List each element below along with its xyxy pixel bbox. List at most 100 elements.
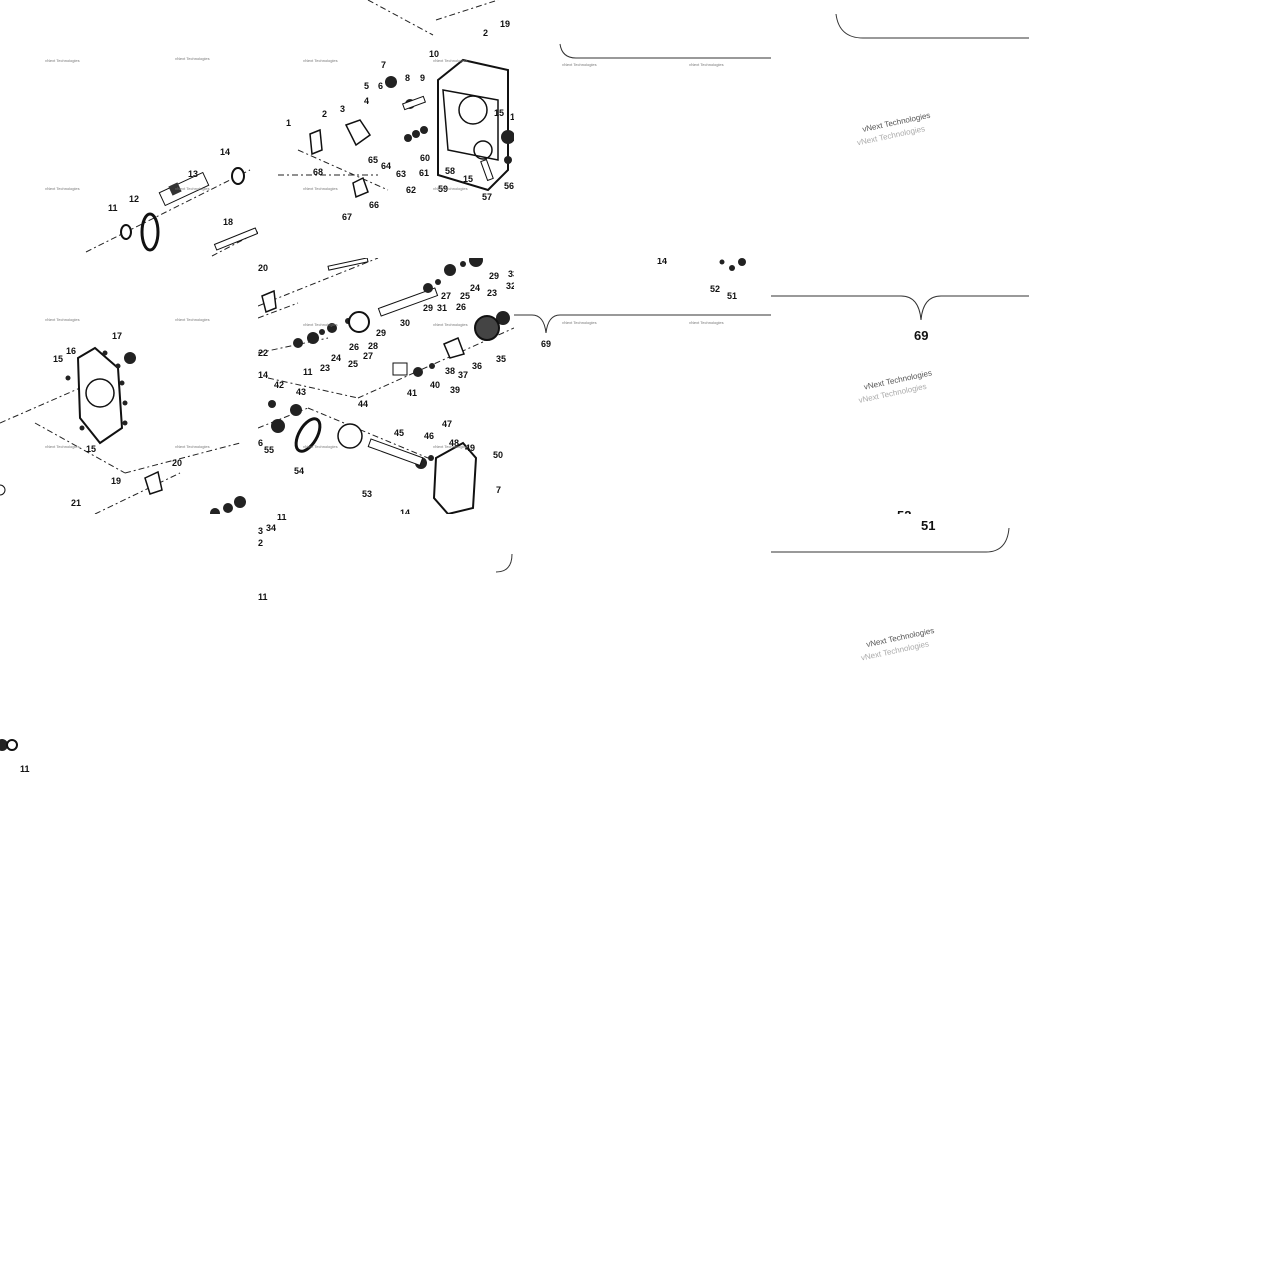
watermark: vNext Technologies — [175, 56, 210, 61]
callout-11: 11 — [108, 203, 118, 213]
callout-18: 18 — [223, 217, 233, 227]
watermark: vNext Technologies — [433, 186, 468, 191]
callout-11: 11 — [20, 764, 30, 774]
watermark: vNext Technologies — [175, 444, 210, 449]
callout-20: 20 — [258, 263, 268, 273]
callout-15: 15 — [463, 174, 473, 184]
callout-39: 39 — [450, 385, 460, 395]
callout-51-large: 51 — [921, 518, 935, 533]
callout-49: 49 — [465, 443, 475, 453]
callout-68: 68 — [313, 167, 323, 177]
callout-45: 45 — [394, 428, 404, 438]
callout-12: 12 — [129, 194, 139, 204]
gear-icon — [412, 130, 420, 138]
callout-47: 47 — [442, 419, 452, 429]
bolt-icon — [115, 363, 121, 369]
cover-plate-icon — [76, 346, 124, 445]
watermark: vNext Technologies — [303, 322, 338, 327]
lower-right-svg: 51 vNext Technologies vNext Technologies — [771, 518, 1010, 663]
watermark: vNext Technologies — [303, 58, 338, 63]
gear-icon — [0, 739, 8, 751]
callout-6: 6 — [378, 81, 383, 91]
gear-icon — [423, 283, 433, 293]
callout-14: 14 — [657, 258, 667, 266]
nut-icon — [729, 265, 735, 271]
callout-7: 7 — [496, 485, 501, 495]
callout-63: 63 — [396, 169, 406, 179]
callout-31: 31 — [437, 303, 447, 313]
gear-icon — [210, 508, 220, 514]
callout-55: 55 — [264, 445, 274, 455]
callout-3: 3 — [340, 104, 345, 114]
callout-25: 25 — [348, 359, 358, 369]
callout-13: 13 — [188, 169, 198, 179]
callout-32: 32 — [506, 281, 514, 291]
housing-icon — [437, 58, 509, 192]
gear-icon — [290, 404, 302, 416]
callout-8: 8 — [405, 73, 410, 83]
callout-52: 52 — [710, 284, 720, 294]
shaft-icon — [377, 287, 439, 317]
gear-icon — [444, 264, 456, 276]
callout-11: 11 — [303, 367, 313, 377]
shift-fork-icon — [261, 289, 277, 314]
callout-15: 15 — [53, 354, 63, 364]
callout-9: 9 — [420, 73, 425, 83]
watermark: vNext Technologies — [303, 444, 338, 449]
watermark: vNext Technologies — [303, 186, 338, 191]
watermark: vNext Technologies — [175, 317, 210, 322]
watermark: vNext Technologies — [45, 58, 80, 63]
watermark: vNext Technologies — [175, 186, 210, 191]
callout-29: 29 — [489, 271, 499, 281]
chain-icon — [294, 417, 322, 453]
callout-22: 22 — [258, 348, 268, 358]
shaft-icon — [367, 438, 424, 466]
callout-57: 57 — [482, 192, 492, 202]
watermark: vNext Technologies — [562, 62, 597, 67]
rod-icon — [213, 227, 258, 251]
bolt-icon — [79, 425, 85, 431]
callout-2: 2 — [483, 28, 488, 38]
gear-icon — [307, 332, 319, 344]
gear-icon — [124, 352, 136, 364]
bearing-icon — [293, 338, 303, 348]
coupler-icon — [392, 362, 408, 376]
callout-1: 1 — [286, 118, 291, 128]
callout-42: 42 — [274, 380, 284, 390]
callout-56: 56 — [504, 181, 514, 191]
callout-20: 20 — [172, 458, 182, 468]
callout-11: 11 — [258, 592, 268, 602]
callout-1: 1 — [510, 112, 514, 122]
callout-24: 24 — [331, 353, 341, 363]
callout-10: 10 — [429, 49, 439, 59]
center-svg: 20 22 14 11 23 24 25 26 27 28 29 30 29 3… — [258, 258, 514, 514]
nut-icon — [504, 156, 512, 164]
callout-52-large: 52 — [897, 508, 911, 514]
callout-28: 28 — [368, 341, 378, 351]
bracket-icon — [344, 119, 372, 147]
callout-19: 19 — [500, 19, 510, 29]
ring-icon — [0, 484, 6, 496]
callout-4: 4 — [364, 96, 369, 106]
callout-2: 2 — [258, 538, 263, 548]
callout-34: 34 — [266, 523, 276, 533]
watermark: vNext Technologies — [45, 444, 80, 449]
callout-11: 11 — [277, 514, 287, 522]
callout-41: 41 — [407, 388, 417, 398]
chain-icon — [140, 212, 160, 252]
callout-3: 3 — [258, 526, 263, 536]
shaft-icon — [401, 95, 427, 111]
callout-51: 51 — [727, 291, 737, 301]
callout-65: 65 — [368, 155, 378, 165]
upper-middle-svg: 1 2 3 4 5 6 7 8 9 10 2 19 15 1 68 65 64 … — [278, 0, 514, 222]
middle-right-b-svg: 69 vNext Technologies vNext Technologies… — [771, 295, 1029, 514]
callout-26: 26 — [349, 342, 359, 352]
tile-upper-left: 14 13 12 11 18 vNext Technologies vNext … — [0, 0, 258, 258]
middle-left-svg: 17 16 15 15 19 20 21 vNext Technologies … — [0, 317, 246, 514]
washer-icon — [429, 363, 435, 369]
callout-14: 14 — [400, 508, 410, 514]
watermark: vNext Technologies — [433, 444, 468, 449]
tile-upper-right-a: vNext Technologies vNext Technologies — [514, 0, 771, 258]
gear-icon — [271, 419, 285, 433]
